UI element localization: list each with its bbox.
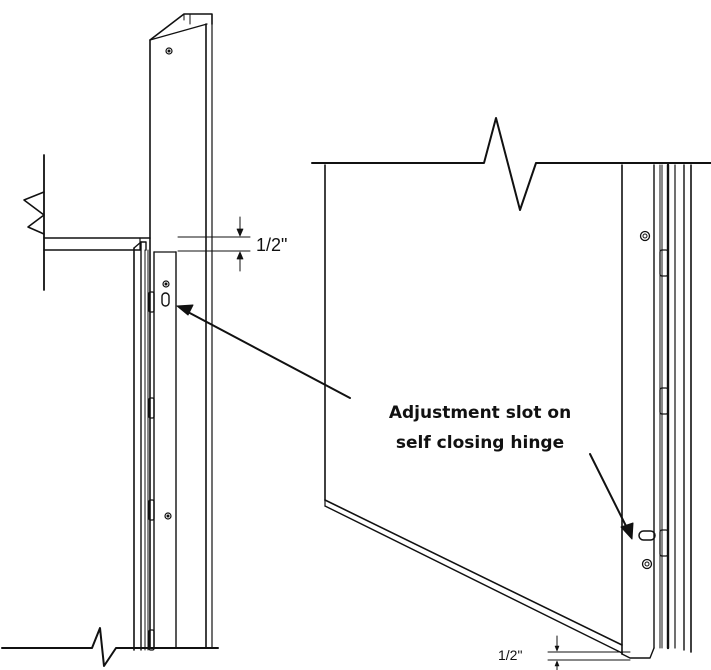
right-gate-panel [324,164,623,654]
left-adjustment-slot [161,292,170,307]
callout-line-1: Adjustment slot on [388,403,572,423]
left-hinge-knuckles [148,291,155,651]
right-hinge-screws [639,230,653,570]
left-gate-leaf [133,241,177,651]
right-hinge-knuckles [659,249,669,557]
right-gate-stile [621,163,692,659]
left-wall-break [23,154,151,291]
right-adjustment-slot [638,530,656,541]
right-top-break [311,117,711,211]
left-hinge-screws [162,280,172,520]
left-dimension [177,216,251,272]
left-gap-label: 1/2" [256,235,287,255]
callout-arrow-right [589,453,634,540]
callout-arrow-left [176,304,351,399]
right-dimension [547,635,631,670]
callout-line-2: self closing hinge [395,433,565,453]
left-ground-break [1,627,219,667]
left-post [149,13,213,649]
callout-label: Adjustment slot on self closing hinge [350,398,610,458]
right-gap-label: 1/2" [498,647,522,663]
